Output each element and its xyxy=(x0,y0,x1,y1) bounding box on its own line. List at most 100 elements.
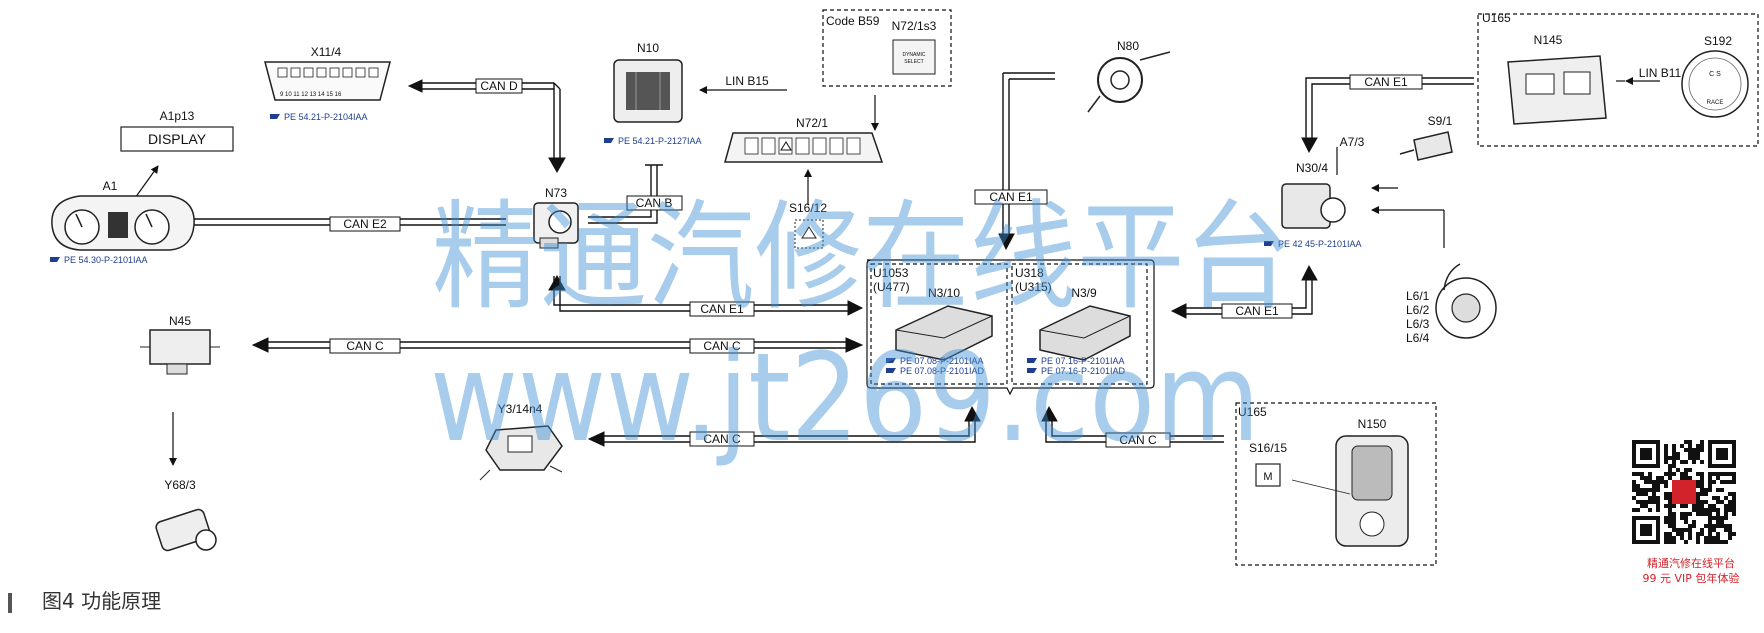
watermark-chinese: 精通汽修在线平台 xyxy=(432,188,1292,326)
ref-n10: PE 54.21-P-2127IAA xyxy=(618,136,702,146)
can-b-line xyxy=(588,165,658,224)
n72-1s3-button-icon: DYNAMIC SELECT xyxy=(892,39,936,75)
s16-12-switch-icon xyxy=(794,219,824,249)
ecu-group-frame xyxy=(866,259,1155,396)
can-c-label-4: CAN C xyxy=(1119,433,1157,447)
label-n72-1s3: N72/1s3 xyxy=(892,19,937,33)
label-u165-bottom: U165 xyxy=(1238,405,1267,419)
label-a7-3: A7/3 xyxy=(1340,135,1365,149)
s16-15-button-icon xyxy=(1255,463,1281,487)
label-n73: N73 xyxy=(545,186,567,200)
label-u315: (U315) xyxy=(1015,280,1052,294)
label-l6-4: L6/4 xyxy=(1406,331,1430,345)
label-n145: N145 xyxy=(1534,33,1563,47)
n150-gear-selector-icon xyxy=(1335,435,1409,547)
ref-n3-9-b: PE 07.16-P-2101IAD xyxy=(1041,366,1126,376)
y68-3-actuator-icon xyxy=(155,508,217,552)
promo-line-2: 99 元 VIP 包年体验 xyxy=(1642,572,1740,585)
label-u477: (U477) xyxy=(873,280,910,294)
ref-n30-4: PE 42 45-P-2101IAA xyxy=(1278,239,1362,249)
bus-labels: CAN D CAN B CAN E2 CAN E1 CAN C CAN C CA… xyxy=(329,66,1682,448)
label-a1p13: A1p13 xyxy=(160,109,195,123)
n145-module-icon xyxy=(1507,55,1607,125)
n3-9-ecu-icon xyxy=(1039,305,1131,361)
promo-line-1: 精通汽修在线平台 xyxy=(1647,557,1735,570)
label-s16-15: S16/15 xyxy=(1249,441,1287,455)
promo-text: 精通汽修在线平台 99 元 VIP 包年体验 xyxy=(1618,556,1764,586)
can-e1-label-top: CAN E1 xyxy=(989,190,1033,204)
y3-14n4-module-icon xyxy=(479,425,563,481)
svg-text:C S: C S xyxy=(1709,71,1721,78)
n73-ignition-switch-icon xyxy=(533,202,579,249)
label-n150: N150 xyxy=(1358,417,1387,431)
can-c-label-3: CAN C xyxy=(703,432,741,446)
s16-15-leader-line xyxy=(1291,479,1351,495)
label-y68-3: Y68/3 xyxy=(164,478,196,492)
n72-1-panel-icon xyxy=(724,132,884,163)
can-d-drop xyxy=(553,82,561,158)
svg-text:SELECT: SELECT xyxy=(904,59,923,65)
label-code-b59: Code B59 xyxy=(826,14,880,28)
label-l6-1: L6/1 xyxy=(1406,289,1430,303)
label-l6-3: L6/3 xyxy=(1406,317,1430,331)
diagnostic-connector-icon: 9 10 11 12 13 14 15 16 xyxy=(264,61,391,101)
document-references: PE 54.21-P-2104IAA PE 54.30-P-2101IAA PE… xyxy=(50,112,1362,376)
component-labels: X11/4 A1p13 A1 N10 Code B59 N72/1s3 N72/… xyxy=(103,11,1733,492)
label-s192: S192 xyxy=(1704,34,1732,48)
ref-n3-9-a: PE 07.16-P-2101IAA xyxy=(1041,356,1125,366)
s9-1-switch-icon xyxy=(1399,131,1453,161)
label-n30-4: N30/4 xyxy=(1296,161,1328,175)
label-a1: A1 xyxy=(103,179,118,193)
can-e1-line-top xyxy=(1002,72,1055,234)
ref-n3-10-a: PE 07.08-P-2101IAA xyxy=(900,356,984,366)
instrument-cluster-icon xyxy=(51,195,195,251)
label-x11-4: X11/4 xyxy=(311,45,342,59)
label-n3-10: N3/10 xyxy=(928,286,960,300)
can-e1-label-n145: CAN E1 xyxy=(1364,75,1408,89)
s16-15-button-letter: M xyxy=(1263,471,1272,483)
dashed-groups xyxy=(822,9,1759,566)
n45-module-icon xyxy=(140,329,220,375)
can-e2-label: CAN E2 xyxy=(343,217,387,231)
display-text: DISPLAY xyxy=(148,131,207,147)
can-c-label-2: CAN C xyxy=(703,339,741,353)
label-l6-2: L6/2 xyxy=(1406,303,1430,317)
label-n72-1: N72/1 xyxy=(796,116,828,130)
watermark-url: www.jt269.com xyxy=(430,327,1260,469)
caption-bar xyxy=(8,592,12,613)
can-c-label-1: CAN C xyxy=(346,339,384,353)
svg-text:9 10 11 12 13 14 15 16: 9 10 11 12 13 14 15 16 xyxy=(280,92,342,98)
label-y3-14n4: Y3/14n4 xyxy=(498,402,543,416)
ref-x11-4: PE 54.21-P-2104IAA xyxy=(284,112,368,122)
can-e1-label-left: CAN E1 xyxy=(700,302,744,316)
svg-text:DYNAMIC: DYNAMIC xyxy=(902,52,925,58)
label-n80: N80 xyxy=(1117,39,1139,53)
caption-text: 图4 功能原理 xyxy=(42,589,162,613)
label-u1053: U1053 xyxy=(873,266,909,280)
label-n10: N10 xyxy=(637,41,659,55)
wheel-speed-sensor-icon xyxy=(1435,263,1497,339)
figure-caption: 图4 功能原理 xyxy=(8,585,161,614)
qr-code-icon xyxy=(1632,440,1736,544)
label-s16-12: S16/12 xyxy=(789,201,827,215)
lin-b15-label: LIN B15 xyxy=(725,74,769,88)
n30-4-module-icon xyxy=(1281,183,1346,229)
signal-arrows xyxy=(129,77,1660,466)
label-u318: U318 xyxy=(1015,266,1044,280)
can-e1-label-right: CAN E1 xyxy=(1235,304,1279,318)
display-icon xyxy=(120,126,234,152)
ref-n3-10-b: PE 07.08-P-2101IAD xyxy=(900,366,985,376)
can-d-label: CAN D xyxy=(480,79,518,93)
label-s9-1: S9/1 xyxy=(1428,114,1453,128)
n80-module-icon xyxy=(1087,51,1171,113)
label-n3-9: N3/9 xyxy=(1071,286,1097,300)
n10-module-icon xyxy=(613,59,683,123)
label-n45: N45 xyxy=(169,314,191,328)
n3-10-ecu-icon xyxy=(895,305,993,361)
can-b-label: CAN B xyxy=(636,196,673,210)
s192-selector-icon: C S RACE xyxy=(1681,50,1749,118)
lin-b11-label: LIN B11 xyxy=(1639,66,1682,80)
svg-text:RACE: RACE xyxy=(1707,100,1724,106)
